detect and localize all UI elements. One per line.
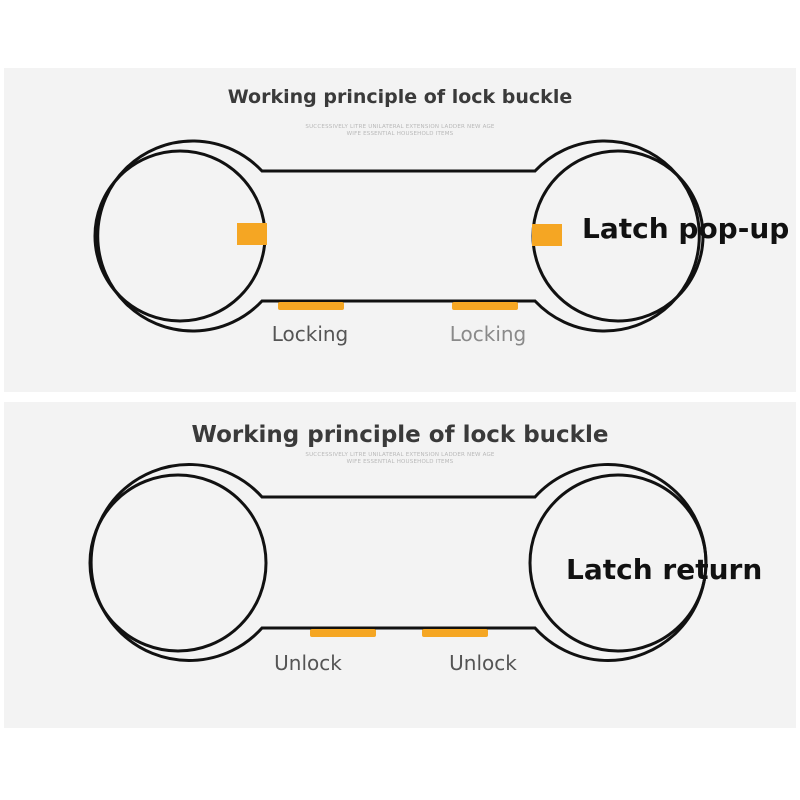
bottom-panel-title: Working principle of lock buckle (191, 422, 609, 448)
unlock-panel: Unlock Unlock Latch return Working princ… (4, 402, 796, 728)
latch-popup-callout: Latch pop-up (582, 212, 789, 245)
right-locking-bar (452, 302, 518, 310)
buckle-outline (96, 139, 701, 333)
left-locking-bar (278, 302, 344, 310)
top-subtitle-line-2: WIFE ESSENTIAL HOUSEHOLD ITEMS (346, 131, 454, 137)
bottom-subtitle-line-1: SUCCESSIVELY LITRE UNILATERAL EXTENSION … (305, 452, 495, 458)
bottom-subtitle-line-2: WIFE ESSENTIAL HOUSEHOLD ITEMS (346, 459, 454, 465)
latch-return-callout: Latch return (566, 553, 762, 586)
unlock-diagram: Unlock Unlock Latch return (88, 463, 762, 675)
left-latch (237, 223, 267, 245)
locking-panel: Locking Locking Latch pop-up Working pri… (4, 68, 796, 392)
top-panel-title: Working principle of lock buckle (227, 86, 573, 108)
left-inner-ring (88, 473, 268, 653)
right-inner-ring (528, 473, 708, 653)
buckle-outline (89, 463, 708, 662)
right-unlock-label: Unlock (449, 651, 517, 675)
left-unlock-bar (310, 629, 376, 637)
top-panel-subtitle: SUCCESSIVELY LITRE UNILATERAL EXTENSION … (4, 124, 796, 138)
right-unlock-bar (422, 629, 488, 637)
right-latch (532, 224, 562, 246)
top-subtitle-line-1: SUCCESSIVELY LITRE UNILATERAL EXTENSION … (305, 124, 495, 130)
bottom-panel-subtitle: SUCCESSIVELY LITRE UNILATERAL EXTENSION … (4, 452, 796, 466)
right-locking-label: Locking (450, 322, 527, 346)
left-unlock-label: Unlock (274, 651, 342, 675)
locking-diagram: Locking Locking Latch pop-up (93, 139, 789, 346)
left-locking-label: Locking (272, 322, 349, 346)
